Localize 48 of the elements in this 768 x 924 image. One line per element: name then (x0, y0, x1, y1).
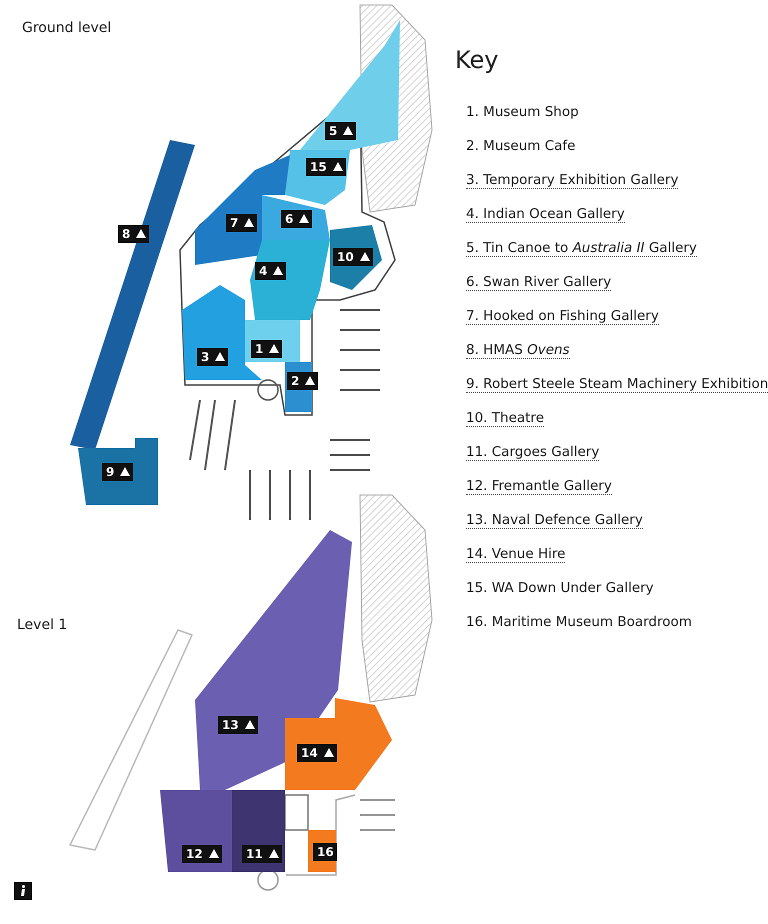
area-number: 2 (287, 372, 302, 390)
gallery-area (245, 320, 300, 362)
gallery-area (262, 195, 330, 240)
gallery-area (330, 225, 382, 290)
area-number: 4 (255, 262, 270, 280)
key-item: 15. WA Down Under Gallery (466, 580, 654, 596)
area-number: 13 (218, 716, 242, 734)
gallery-link: 4. Indian Ocean Gallery (466, 206, 625, 223)
area-number: 9 (102, 463, 118, 481)
gallery-link: 10. Theatre (466, 410, 544, 427)
gallery-area (232, 790, 285, 872)
level-heading: Ground level (22, 20, 112, 36)
area-number: 14 (297, 744, 321, 762)
key-item: 1. Museum Shop (466, 104, 579, 120)
gallery-area (250, 240, 330, 320)
area-number: 16 (313, 843, 337, 861)
gallery-area (195, 530, 352, 790)
gallery-link: 8. HMAS Ovens (466, 342, 570, 359)
gallery-link: 13. Naval Defence Gallery (466, 512, 643, 529)
key-item: 2. Museum Cafe (466, 138, 576, 154)
area-number: 11 (242, 845, 266, 863)
gallery-link: 3. Temporary Exhibition Gallery (466, 172, 678, 189)
gallery-link: 14. Venue Hire (466, 546, 566, 563)
gallery-link: 7. Hooked on Fishing Gallery (466, 308, 659, 325)
key-item: 16. Maritime Museum Boardroom (466, 614, 692, 630)
gallery-area (285, 150, 350, 205)
area-number: 12 (182, 845, 206, 863)
gallery-area (308, 830, 336, 872)
gallery-area (70, 140, 195, 450)
level-heading: Level 1 (17, 617, 68, 633)
area-number: 5 (325, 122, 340, 140)
gallery-link: 9. Robert Steele Steam Machinery Exhibition (466, 376, 768, 393)
gallery-area (285, 698, 392, 790)
key-heading: Key (455, 46, 499, 74)
area-number: 1 (251, 340, 266, 358)
area-number: 8 (118, 225, 134, 243)
gallery-link: 11. Cargoes Gallery (466, 444, 600, 461)
gallery-link: 5. Tin Canoe to Australia II Gallery (466, 240, 697, 257)
gallery-area (78, 438, 158, 505)
area-number: 15 (306, 158, 330, 176)
area-number: 3 (197, 348, 212, 366)
gallery-area (300, 20, 400, 150)
gallery-area (160, 790, 232, 872)
area-number: 7 (226, 214, 242, 232)
gallery-link: 12. Fremantle Gallery (466, 478, 612, 495)
area-number: 6 (281, 210, 296, 228)
area-number: 10 (333, 248, 357, 266)
gallery-link: 6. Swan River Gallery (466, 274, 612, 291)
